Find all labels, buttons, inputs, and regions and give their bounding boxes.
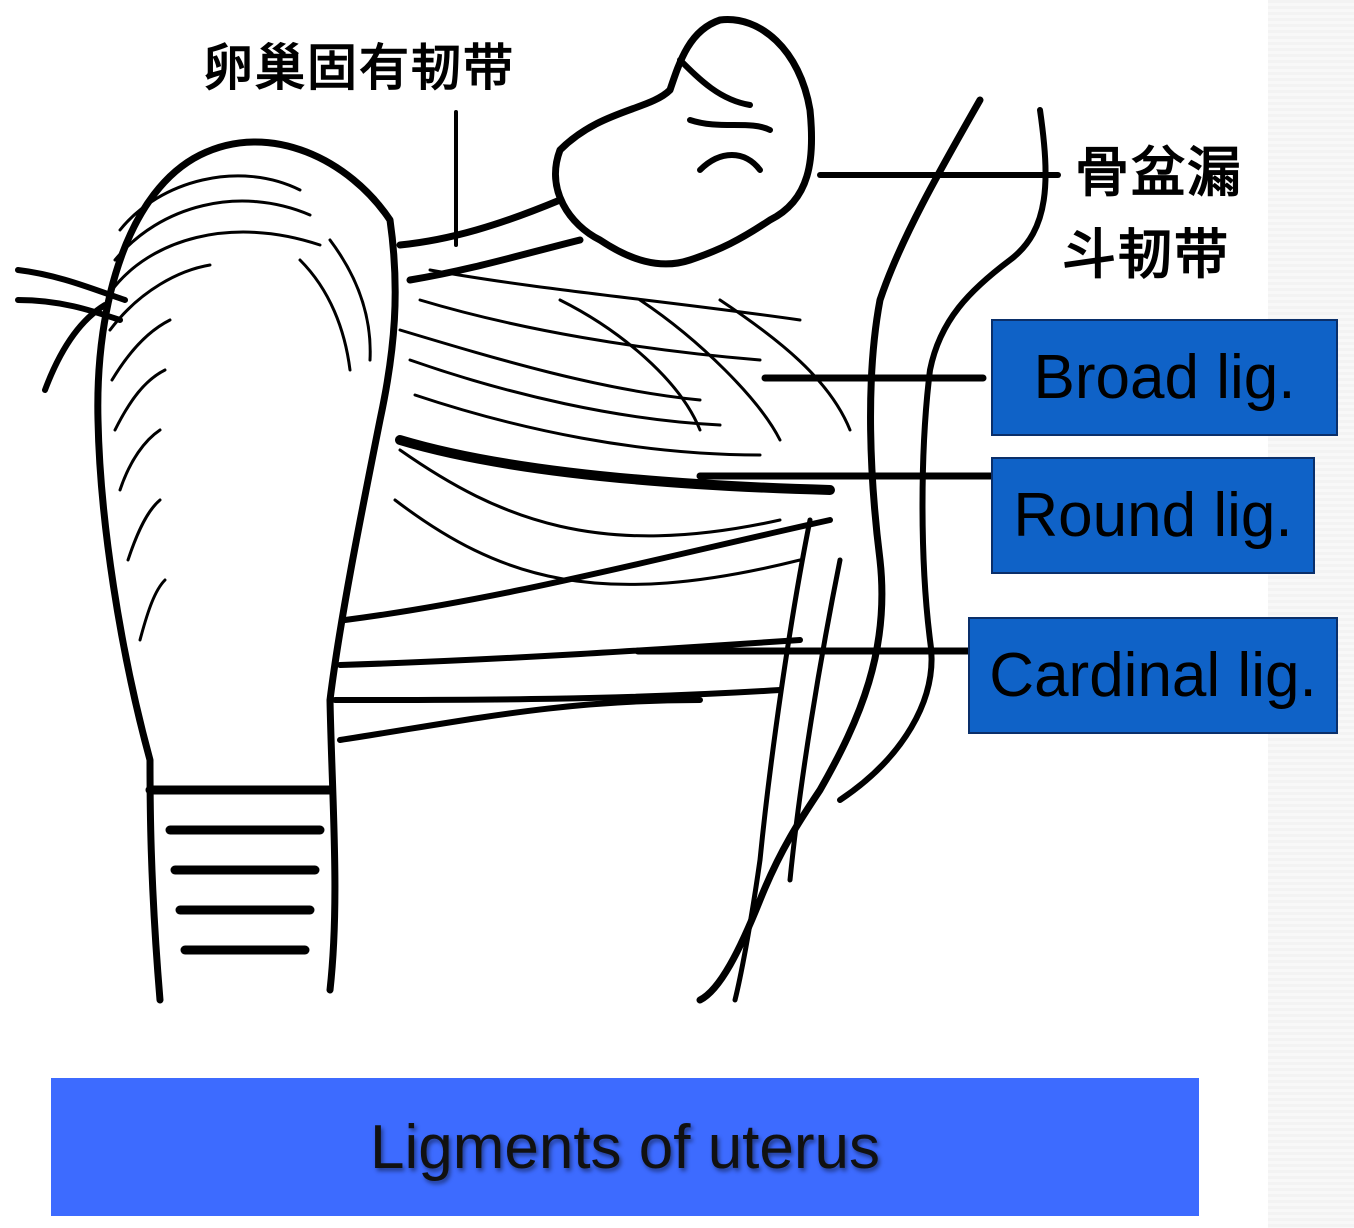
suspensory-ligament-label-line1: 骨盆漏 [1075, 140, 1243, 204]
round-ligament [395, 435, 835, 495]
round-ligament-label-box: Round lig. [991, 457, 1315, 574]
pelvic-wall [696, 96, 984, 1004]
left-tube-stump [15, 267, 128, 393]
cardinal-ligament-label: Cardinal lig. [989, 641, 1317, 710]
cardinal-ligament-label-box: Cardinal lig. [968, 617, 1338, 734]
tube-fimbria [677, 57, 773, 173]
cervix [145, 785, 335, 955]
broad-ligament-label: Broad lig. [1033, 343, 1296, 412]
broad-ligament-label-box: Broad lig. [991, 319, 1338, 436]
uterus-hatching [108, 174, 372, 642]
cardinal-ligament [332, 517, 833, 743]
caption-bar: Ligments of uterus [51, 1078, 1199, 1216]
ovarian-ligament-label: 卵巢固有韧带 [203, 38, 515, 97]
suspensory-ligament-label-line2: 斗韧带 [1062, 222, 1230, 286]
broad-ligament-lines [393, 268, 852, 586]
pelvic-wall-inner [837, 107, 1049, 803]
side-strip [1268, 0, 1354, 1228]
round-ligament-label: Round lig. [1013, 481, 1293, 550]
ovarian-ligament [396, 196, 584, 284]
ovary-outline [552, 16, 816, 268]
caption-title: Ligments of uterus [369, 1112, 881, 1182]
uterus-outline [94, 138, 399, 1004]
pelvic-muscle [732, 517, 843, 1003]
